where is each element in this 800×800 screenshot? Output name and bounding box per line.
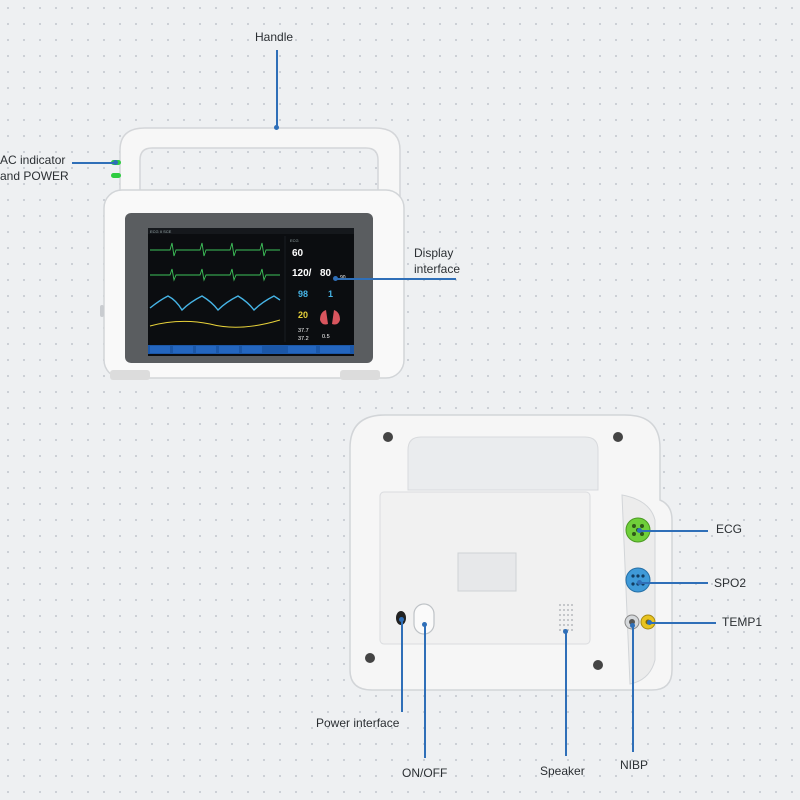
svg-text:ECG II SCE: ECG II SCE: [150, 229, 172, 234]
label-on-off: ON/OFF: [402, 766, 448, 780]
handle-leader: [276, 50, 278, 128]
hr-label: ECG: [290, 238, 299, 243]
label-handle: Handle: [255, 30, 294, 44]
label-ecg: ECG: [716, 522, 743, 536]
hr-value: 60: [292, 248, 304, 259]
speaker-grille: [559, 604, 573, 631]
temp-t2-value: 37.2: [298, 336, 309, 342]
ecg-waveform-2: [150, 268, 280, 282]
spo2-leader: [640, 582, 708, 584]
on-off-leader: [424, 625, 426, 758]
nibp-dia-value: 80: [320, 268, 332, 279]
rear-device: [349, 414, 673, 691]
resp-waveform: [149, 319, 281, 328]
nibp-leader: [632, 626, 634, 752]
display-screen: [148, 228, 354, 356]
temp-t1-value: 37.7: [298, 328, 309, 334]
label-plate: [457, 552, 517, 592]
power-indicator-light: [111, 173, 121, 178]
ac-power-leader: [72, 162, 116, 164]
resp-value: 20: [298, 310, 308, 320]
label-nibp: NIBP: [620, 758, 649, 772]
nibp-value: 120/: [292, 268, 312, 279]
label-spo2: SPO2: [714, 576, 747, 590]
ecg-leader: [640, 530, 708, 532]
spo2-waveform: [149, 295, 281, 312]
label-ac-indicator: AC indicator: [0, 153, 66, 167]
spo2-value: 98: [298, 289, 308, 299]
label-temp1: TEMP1: [722, 615, 763, 629]
label-power-interface: Power interface: [316, 716, 400, 730]
temp-td-value: 0.5: [322, 334, 330, 340]
pr-value: 1: [328, 289, 333, 299]
label-power: and POWER: [0, 169, 69, 183]
ecg-waveform-1: [150, 242, 280, 257]
display-leader: [336, 278, 456, 280]
lungs-icon: [320, 310, 340, 325]
front-device: ECG II SCE ECG 60 120/ 80 90 98 1 20 37.…: [100, 127, 405, 380]
speaker-leader: [565, 632, 567, 756]
label-interface: interface: [414, 262, 461, 276]
label-speaker: Speaker: [540, 764, 585, 778]
temp1-leader: [650, 622, 716, 624]
power-interface-leader: [401, 620, 403, 712]
label-display: Display: [414, 246, 454, 260]
